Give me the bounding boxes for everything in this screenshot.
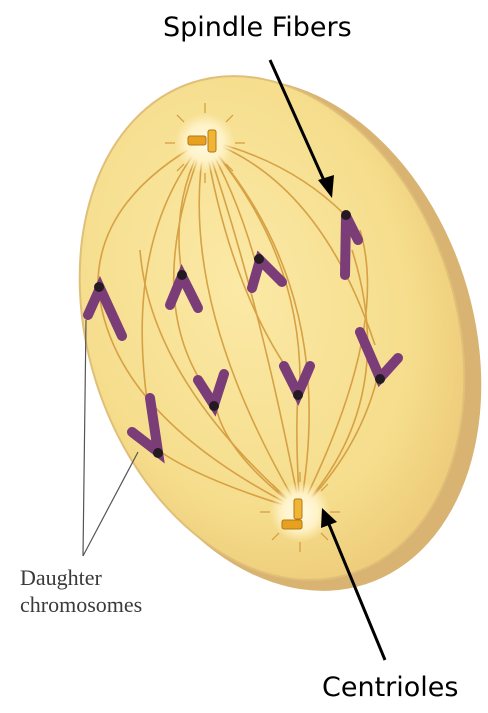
- spindle-fibers-label: Spindle Fibers: [163, 12, 352, 43]
- daughter-label-line2: chromosomes: [20, 591, 142, 618]
- centrioles-label: Centrioles: [322, 672, 458, 703]
- daughter-label-line1: Daughter: [20, 564, 142, 591]
- daughter-chromosomes-label: Daughter chromosomes: [20, 564, 142, 618]
- cell: [17, 26, 488, 643]
